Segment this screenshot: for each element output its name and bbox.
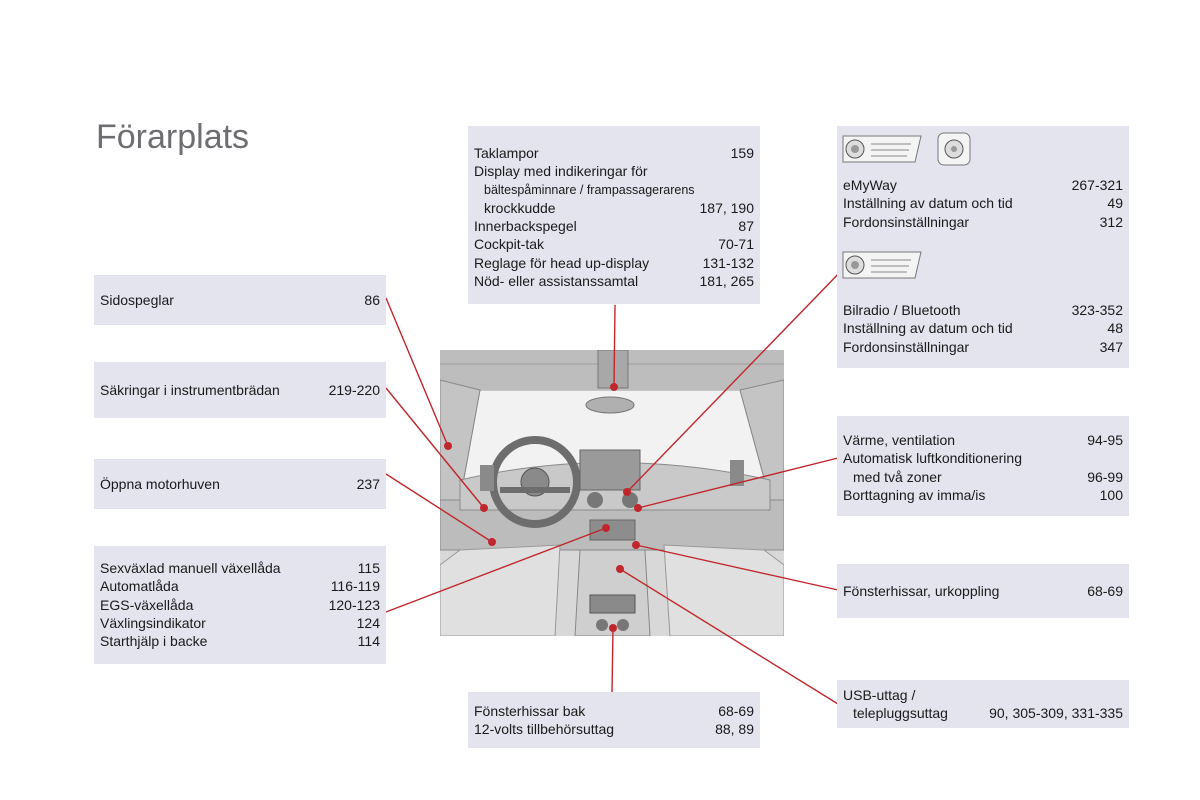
radio-panel-icon: [841, 248, 923, 285]
dashboard-illustration: [440, 350, 784, 636]
emyway-joystick-icon: [935, 130, 973, 171]
index-row: Display med indikeringar för: [474, 163, 648, 180]
index-row: bältespåminnare / frampassagerarens: [484, 182, 695, 197]
index-row: USB-uttag /: [843, 687, 916, 703]
emyway-panel-icon: [841, 132, 923, 169]
index-row: Automatisk luftkonditionering: [843, 450, 1022, 467]
page-title: Förarplats: [96, 118, 250, 156]
